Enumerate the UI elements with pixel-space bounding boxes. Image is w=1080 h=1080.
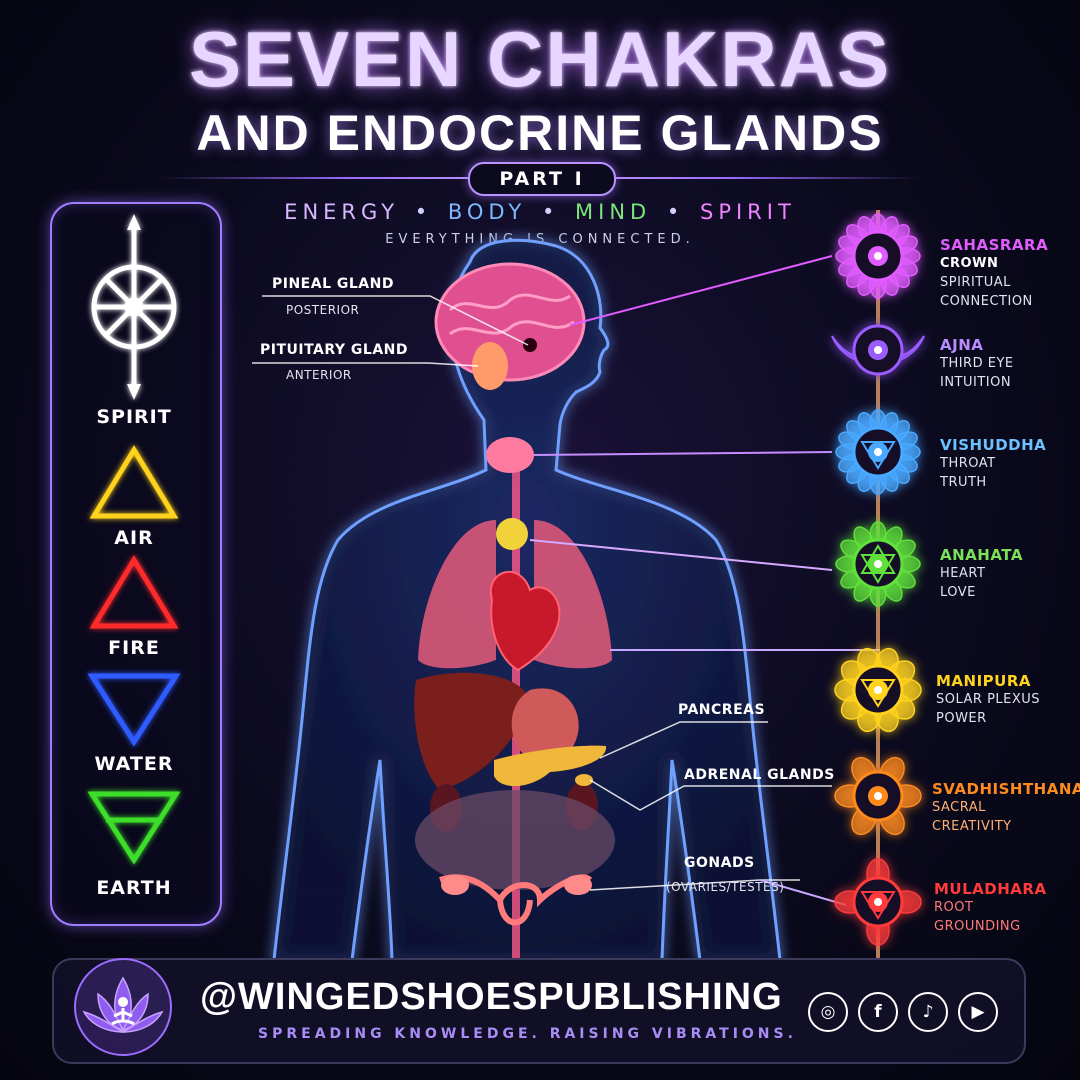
chakra-name: VISHUDDHA: [940, 436, 1047, 454]
leader-adrenal: [589, 779, 832, 811]
chakra-line: TRUTH: [940, 475, 987, 490]
thymus: [496, 518, 528, 550]
element-label-fire: FIRE: [108, 637, 160, 659]
anahata-chakra-icon: [835, 521, 921, 607]
chakra-name: MULADHARA: [934, 880, 1047, 898]
element-label-water: WATER: [94, 753, 174, 775]
chakra-text-vishuddha: VISHUDDHA THROAT TRUTH: [940, 436, 1046, 492]
chakra-name: SVADHISHTHANA: [932, 780, 1080, 798]
chakra-text-manipura: MANIPURA SOLAR PLEXUS POWER: [936, 672, 1040, 728]
gland-pituitary-sub: ANTERIOR: [286, 368, 352, 382]
sahasrara-chakra-icon: [835, 213, 921, 299]
adrenal-gland: [575, 774, 593, 786]
chakra-line: THROAT: [940, 456, 996, 471]
chakra-text-muladhara: MULADHARA ROOT GROUNDING: [934, 880, 1047, 936]
earth-triangle-icon: [87, 791, 181, 865]
gland-gonads-sub: (OVARIES/TESTES): [666, 880, 785, 894]
gland-pineal-label: PINEAL GLAND: [272, 276, 394, 292]
lotus-meditation-icon: [74, 958, 172, 1056]
pituitary-gland: [472, 342, 508, 390]
publisher-handle[interactable]: @WINGEDSHOESPUBLISHING: [200, 976, 783, 1018]
tagline-separator: •: [541, 200, 560, 224]
title-line-2: AND ENDOCRINE GLANDS: [196, 105, 884, 161]
chakra-line: CREATIVITY: [932, 819, 1012, 834]
chakra-text-ajna: AJNA THIRD EYE INTUITION: [940, 336, 1014, 392]
fire-triangle-icon: [89, 555, 179, 629]
pancreas: [494, 745, 607, 787]
spirit-wheel-icon: [91, 214, 177, 400]
intestines: [415, 790, 615, 890]
facebook-icon[interactable]: f: [858, 992, 898, 1032]
chakra-line: SOLAR PLEXUS: [936, 692, 1041, 707]
chakra-line: POWER: [936, 711, 987, 726]
chakra-line: SACRAL: [932, 800, 986, 815]
elements-icons: [87, 214, 181, 865]
gland-gonads-label: GONADS: [684, 855, 755, 871]
chakra-line: GROUNDING: [934, 919, 1021, 934]
tagline-separator: •: [414, 200, 433, 224]
tagline: ENERGY • BODY • MIND • SPIRIT: [0, 200, 1080, 224]
stomach: [511, 688, 579, 762]
svadhishthana-chakra-icon: [834, 756, 922, 836]
left-ovary: [441, 875, 469, 895]
chakra-text-svadhishthana: SVADHISHTHANA SACRAL CREATIVITY: [932, 780, 1080, 836]
tagline-energy: ENERGY: [284, 200, 400, 224]
slogan: SPREADING KNOWLEDGE. RAISING VIBRATIONS.: [258, 1026, 797, 1042]
leader-pineal: [262, 295, 529, 346]
water-triangle-icon: [87, 673, 181, 747]
tiktok-icon[interactable]: ♪: [908, 992, 948, 1032]
element-label-earth: EARTH: [96, 877, 172, 899]
air-triangle-icon: [89, 445, 179, 519]
ajna-chakra-icon: [831, 324, 925, 376]
chakra-line: INTUITION: [940, 375, 1012, 390]
chakra-name: MANIPURA: [936, 672, 1032, 690]
tagline-body: BODY: [447, 200, 527, 224]
chakra-line: SPIRITUAL: [940, 275, 1011, 290]
pineal-gland: [523, 338, 537, 352]
body-illustration: [252, 210, 880, 960]
gland-pineal-sub: POSTERIOR: [286, 303, 360, 317]
chakra-name: SAHASRARA: [940, 236, 1049, 254]
vishuddha-chakra-icon: [835, 409, 921, 495]
tagline-spirit: SPIRIT: [700, 200, 796, 224]
leader-pituitary: [252, 362, 479, 367]
left-lung: [418, 520, 496, 669]
thyroid: [486, 437, 534, 473]
tagline-mind: MIND: [575, 200, 652, 224]
heart: [489, 571, 561, 672]
link-throat: [533, 451, 833, 456]
chakra-line: CONNECTION: [940, 294, 1033, 309]
gland-pancreas-label: PANCREAS: [678, 702, 766, 718]
link-root: [759, 879, 847, 906]
chakra-line: LOVE: [940, 585, 976, 600]
muladhara-chakra-icon: [834, 858, 922, 946]
title-line-1: SEVEN CHAKRAS: [188, 15, 892, 103]
chakra-line: HEART: [940, 566, 986, 581]
youtube-icon[interactable]: ▶: [958, 992, 998, 1032]
manipura-chakra-icon: [834, 647, 922, 733]
chakra-name: AJNA: [940, 336, 984, 354]
subtitle: EVERYTHING IS CONNECTED.: [385, 232, 695, 247]
chakra-text-sahasrara: SAHASRARA CROWN SPIRITUAL CONNECTION: [940, 236, 1048, 311]
chakra-name: ANAHATA: [940, 546, 1023, 564]
gland-pituitary-label: PITUITARY GLAND: [260, 342, 409, 358]
leader-pancreas: [599, 721, 768, 759]
part-badge: PART I: [468, 162, 616, 196]
chakra-text-anahata: ANAHATA HEART LOVE: [940, 546, 1023, 602]
chakra-line: CROWN: [940, 256, 999, 271]
link-crown: [569, 255, 833, 326]
chakra-icons: [831, 213, 925, 946]
chakra-line: ROOT: [934, 900, 974, 915]
instagram-icon[interactable]: ◎: [808, 992, 848, 1032]
element-label-spirit: SPIRIT: [96, 406, 172, 428]
liver: [414, 672, 530, 790]
chakra-line: THIRD EYE: [940, 356, 1014, 371]
right-ovary: [564, 875, 592, 895]
brain: [434, 262, 586, 382]
tagline-separator: •: [666, 200, 685, 224]
link-heart: [529, 539, 833, 571]
element-label-air: AIR: [114, 527, 154, 549]
gland-adrenal-label: ADRENAL GLANDS: [684, 767, 835, 783]
